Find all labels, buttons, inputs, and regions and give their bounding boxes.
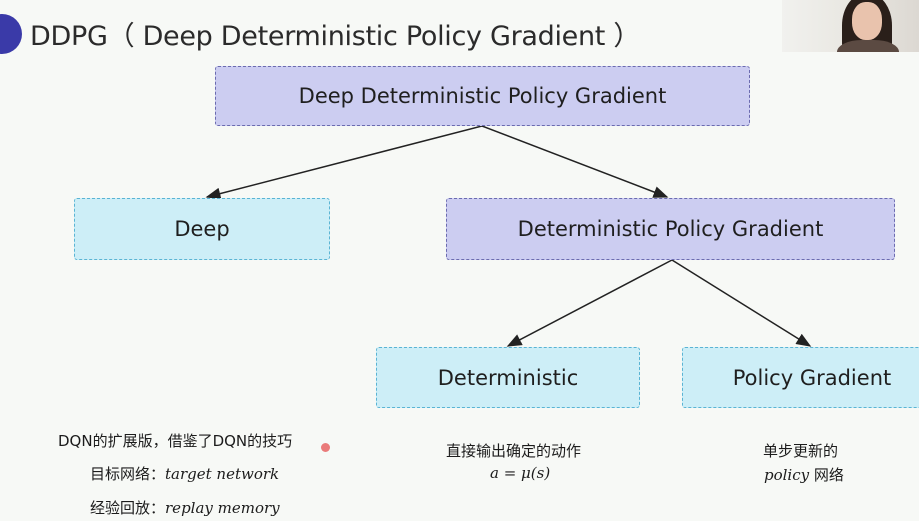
- edge-root-deep: [205, 125, 483, 200]
- note-deep-line1: DQN的扩展版，借鉴了DQN的技巧: [58, 432, 293, 450]
- note-deep-line3: 经验回放：replay memory: [90, 497, 280, 518]
- node-deterministic-policy-gradient: Deterministic Policy Gradient: [446, 198, 895, 260]
- presenter-face: [852, 2, 882, 40]
- node-deterministic: Deterministic: [376, 347, 640, 408]
- note-deep-line3-term: replay memory: [165, 499, 280, 517]
- page-title: DDPG（ Deep Deterministic Policy Gradient…: [30, 21, 641, 52]
- note-pg-line2-term: policy: [764, 466, 810, 484]
- webcam-overlay: [782, 0, 919, 52]
- note-deterministic-line1: 直接输出确定的动作: [446, 442, 582, 460]
- edge-root-dpg: [481, 125, 669, 198]
- edge-dpg-det: [506, 259, 673, 347]
- laser-pointer-icon: [321, 443, 330, 452]
- edge-dpg-pg: [671, 259, 812, 347]
- note-pg-line2-suffix: 网络: [809, 466, 844, 484]
- note-deep-line2-term: target network: [165, 465, 280, 483]
- note-pg-line2: policy 网络: [764, 464, 844, 485]
- note-pg-line1: 单步更新的: [763, 442, 839, 460]
- note-deep-line2-prefix: 目标网络：: [90, 465, 166, 483]
- presenter-body: [837, 40, 899, 52]
- node-deep: Deep: [74, 198, 330, 260]
- note-deep-line3-prefix: 经验回放：: [90, 499, 166, 517]
- slide-badge: [0, 14, 22, 54]
- node-ddpg: Deep Deterministic Policy Gradient: [215, 66, 750, 126]
- node-policy-gradient: Policy Gradient: [682, 347, 919, 408]
- note-deterministic-formula: a = μ(s): [490, 464, 551, 482]
- note-deep-line2: 目标网络：target network: [90, 463, 279, 484]
